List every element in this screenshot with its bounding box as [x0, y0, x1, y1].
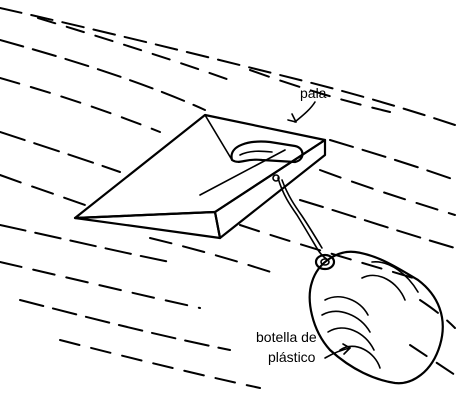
paddle [73, 113, 327, 240]
tether-cord [272, 174, 329, 261]
label-botella-line2: plástico [268, 349, 316, 365]
label-pala: pala [300, 85, 327, 101]
plastic-bottle [308, 250, 444, 385]
label-botella-line1: botella de [256, 329, 317, 345]
label-pala-group: pala [287, 85, 327, 123]
label-bottle-group: botella de plástico [256, 329, 351, 365]
water-current-lines [0, 7, 456, 389]
